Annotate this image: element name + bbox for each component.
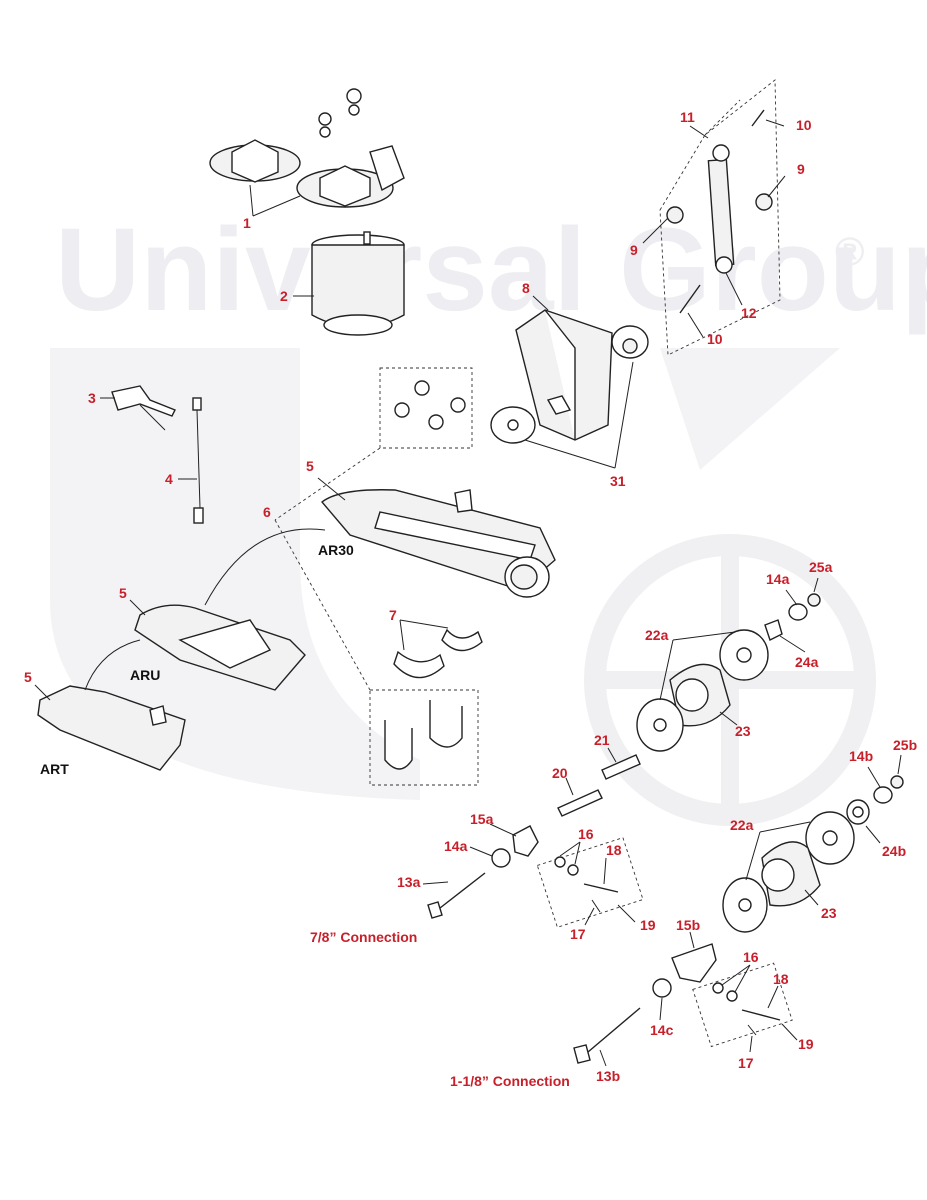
callout-10-top: 10 — [796, 117, 812, 133]
part-5-trailing-arm-art — [37, 685, 186, 771]
callout-18-upper: 18 — [606, 842, 622, 858]
watermark-u-mark — [50, 348, 420, 800]
callout-18-lower: 18 — [773, 971, 789, 987]
callout-20: 20 — [552, 765, 568, 781]
callout-24a: 24a — [795, 654, 819, 670]
callout-labels: 1 2 3 4 5 5 5 6 7 8 9 9 10 10 11 12 31 1… — [24, 109, 917, 1084]
hardware-1-1-8-connection — [573, 943, 793, 1064]
callout-11: 11 — [680, 109, 695, 125]
part-11-shock-kit — [659, 79, 781, 356]
variant-label-art: ART — [40, 761, 69, 777]
connection-caption-7-8: 7/8” Connection — [310, 929, 417, 945]
callout-23-upper: 23 — [735, 723, 751, 739]
part-5-trailing-arm-aru — [134, 604, 306, 691]
callout-9-right: 9 — [797, 161, 805, 177]
watermark-text: Universal Group — [55, 204, 927, 336]
callout-13a: 13a — [397, 874, 421, 890]
leader-lines — [34, 119, 902, 1067]
part-3-leveling-valve — [111, 385, 176, 431]
callout-17-upper: 17 — [570, 926, 586, 942]
part-4-valve-link — [192, 397, 204, 524]
part-2-air-spring — [311, 231, 405, 336]
callout-15b: 15b — [676, 917, 700, 933]
callout-21: 21 — [594, 732, 610, 748]
callout-14a-upper: 14a — [766, 571, 790, 587]
watermark-registered: ® — [835, 230, 864, 274]
connection-captions: 7/8” Connection 1-1/8” Connection — [310, 929, 570, 1089]
part-1-upper-mounting-plates — [209, 88, 405, 208]
hardware-7-8-connection — [427, 825, 644, 928]
callout-13b: 13b — [596, 1068, 620, 1084]
callout-22a-upper: 22a — [645, 627, 669, 643]
part-31-washers — [490, 325, 649, 444]
callout-23-lower: 23 — [821, 905, 837, 921]
callout-10-bottom: 10 — [707, 331, 723, 347]
part-21-sleeve — [601, 754, 641, 780]
part-9-nuts — [666, 193, 773, 224]
callout-7: 7 — [389, 607, 397, 623]
callout-1: 1 — [243, 215, 251, 231]
part-7-spacers — [393, 628, 483, 679]
callout-25a: 25a — [809, 559, 833, 575]
part-10-bolts — [679, 109, 765, 314]
variant-label-ar30: AR30 — [318, 542, 354, 558]
part-20-pin — [557, 789, 603, 817]
callout-31: 31 — [610, 473, 626, 489]
nut-kit-box — [274, 367, 473, 691]
bushing-assembly-b — [722, 775, 904, 933]
callout-3: 3 — [88, 390, 96, 406]
callout-5-aru: 5 — [119, 585, 127, 601]
callout-14c: 14c — [650, 1022, 674, 1038]
callout-14b: 14b — [849, 748, 873, 764]
callout-12: 12 — [741, 305, 757, 321]
callout-24b: 24b — [882, 843, 906, 859]
bushing-assembly-a — [636, 593, 821, 752]
connection-caption-1-1-8: 1-1/8” Connection — [450, 1073, 570, 1089]
callout-19-lower: 19 — [798, 1036, 814, 1052]
variant-labels: AR30 ARU ART — [40, 542, 354, 777]
u-bolt-box — [369, 689, 479, 786]
callout-15a: 15a — [470, 811, 494, 827]
watermark: Universal Group ® — [50, 204, 927, 826]
callout-16-upper: 16 — [578, 826, 594, 842]
part-5-trailing-arm-ar30 — [320, 489, 556, 598]
callout-17-lower: 17 — [738, 1055, 754, 1071]
callout-5-ar30: 5 — [306, 458, 314, 474]
part-8-hanger-bracket — [515, 309, 613, 441]
part-12-shock-absorber — [707, 144, 735, 274]
callout-19-upper: 19 — [640, 917, 656, 933]
part-6-variant-links — [84, 528, 326, 691]
callout-5-art: 5 — [24, 669, 32, 685]
callout-14a-lower: 14a — [444, 838, 468, 854]
callout-16-lower: 16 — [743, 949, 759, 965]
callout-22a-lower: 22a — [730, 817, 754, 833]
callout-2: 2 — [280, 288, 288, 304]
callout-4: 4 — [165, 471, 173, 487]
variant-label-aru: ARU — [130, 667, 160, 683]
callout-25b: 25b — [893, 737, 917, 753]
watermark-chevron — [660, 348, 840, 470]
callout-8: 8 — [522, 280, 530, 296]
callout-9-left: 9 — [630, 242, 638, 258]
callout-6: 6 — [263, 504, 271, 520]
